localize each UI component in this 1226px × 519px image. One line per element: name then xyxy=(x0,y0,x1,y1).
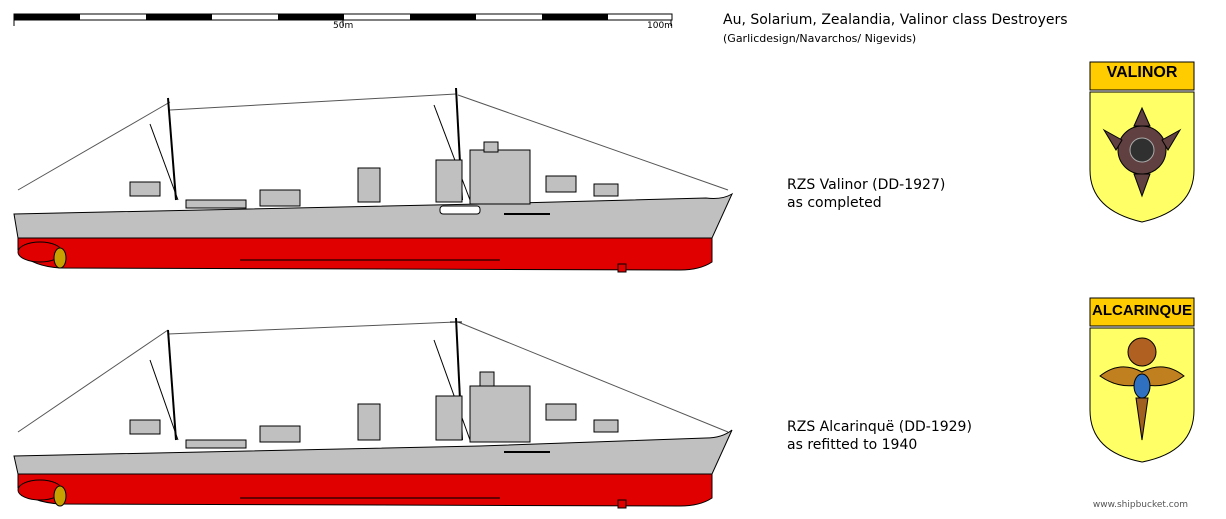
scale-label-100m: 100m xyxy=(647,21,673,31)
crest-valinor xyxy=(1089,61,1195,223)
crest-banner-valinor: VALINOR xyxy=(1106,64,1178,81)
scale-bar xyxy=(13,13,673,26)
ship-status: as refitted to 1940 xyxy=(787,437,918,453)
page-title: Au, Solarium, Zealandia, Valinor class D… xyxy=(723,12,1068,28)
scale-label-50m: 50m xyxy=(333,21,354,31)
ship-name: RZS Valinor (DD-1927) xyxy=(787,177,946,193)
page-credits: (Garlicdesign/Navarchos/ Nigevids) xyxy=(723,32,917,45)
ship-caption-valinor: RZS Valinor (DD-1927) as completed xyxy=(787,176,945,212)
winged-jewel-emblem xyxy=(1099,337,1185,441)
watermark: www.shipbucket.com xyxy=(1092,500,1188,510)
crest-alcarinque xyxy=(1089,297,1195,463)
ship-caption-alcarinque: RZS Alcarinquë (DD-1929) as refitted to … xyxy=(787,418,972,454)
ship-profile-valinor xyxy=(13,87,734,273)
spiked-shield-emblem xyxy=(1102,106,1182,198)
ship-name: RZS Alcarinquë (DD-1929) xyxy=(787,419,972,435)
crest-banner-alcarinque: ALCARINQUE xyxy=(1092,302,1192,319)
ship-profile-alcarinque xyxy=(13,317,733,509)
ship-status: as completed xyxy=(787,195,882,211)
